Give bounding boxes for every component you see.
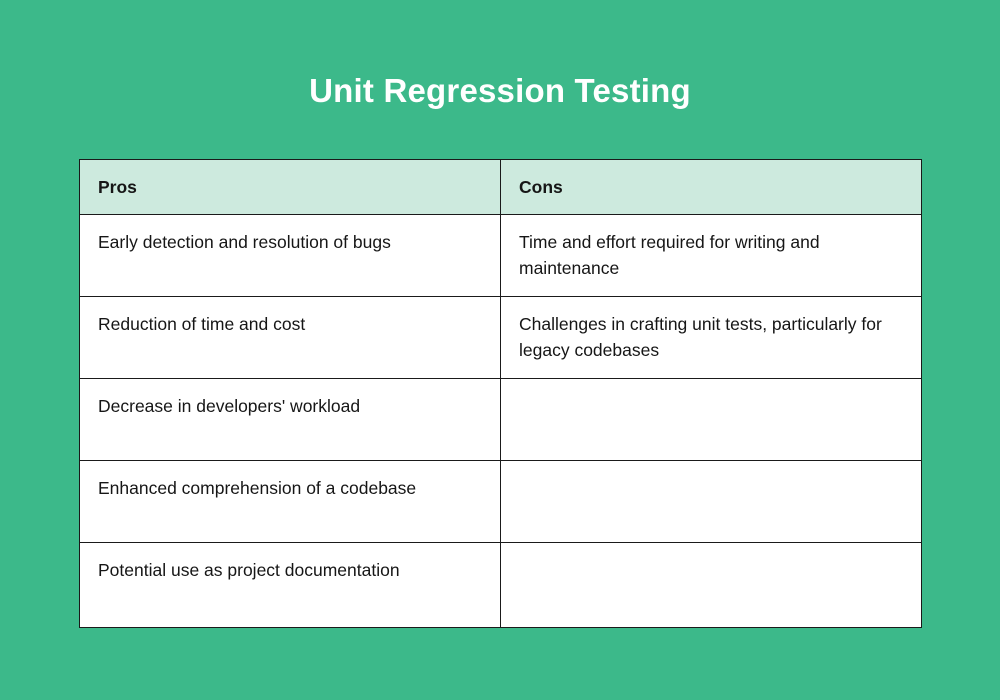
table-row: Decrease in developers' workload [79, 378, 922, 461]
cell-cons-2: Challenges in crafting unit tests, parti… [500, 296, 922, 379]
table-header-row: Pros Cons [79, 159, 922, 215]
cell-pros-3: Decrease in developers' workload [79, 378, 501, 461]
cell-pros-1: Early detection and resolution of bugs [79, 214, 501, 297]
column-header-cons: Cons [500, 159, 922, 215]
cell-pros-4: Enhanced comprehension of a codebase [79, 460, 501, 543]
cell-cons-4 [500, 460, 922, 543]
table-row: Early detection and resolution of bugs T… [79, 214, 922, 297]
page-title: Unit Regression Testing [309, 72, 691, 109]
pros-cons-table: Pros Cons Early detection and resolution… [79, 159, 922, 628]
pros-cons-table-container: Pros Cons Early detection and resolution… [79, 159, 922, 628]
table-row: Enhanced comprehension of a codebase [79, 460, 922, 543]
cell-cons-3 [500, 378, 922, 461]
table-body: Early detection and resolution of bugs T… [79, 214, 922, 628]
column-header-pros: Pros [79, 159, 501, 215]
cell-pros-5: Potential use as project documentation [79, 542, 501, 628]
table-row: Reduction of time and cost Challenges in… [79, 296, 922, 379]
table-header: Pros Cons [79, 159, 922, 215]
cell-cons-1: Time and effort required for writing and… [500, 214, 922, 297]
cell-pros-2: Reduction of time and cost [79, 296, 501, 379]
table-row: Potential use as project documentation [79, 542, 922, 628]
cell-cons-5 [500, 542, 922, 628]
